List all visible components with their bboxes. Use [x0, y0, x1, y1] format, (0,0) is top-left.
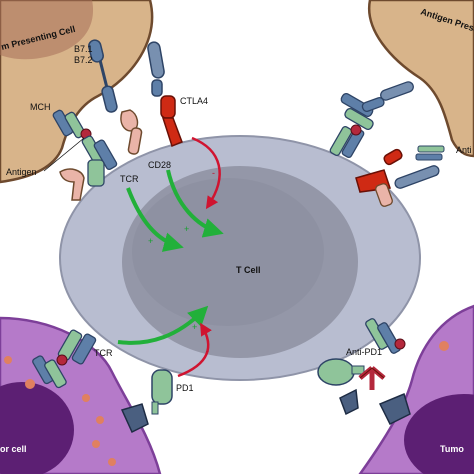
tcr-top-label: TCR — [120, 174, 139, 184]
ctla4-label: CTLA4 — [180, 96, 208, 106]
mch-label: MCH — [30, 102, 51, 112]
antibody-icon — [358, 366, 386, 390]
pd1-receptor-icon — [151, 369, 173, 415]
ctla4-receptor-icon — [160, 95, 183, 147]
pdl1-ligand-icon — [339, 388, 411, 426]
pd1-label: PD1 — [176, 383, 194, 393]
antigen-pointer — [43, 137, 85, 172]
b7-ligand-icon — [361, 81, 414, 112]
tumor-right-granule — [439, 341, 449, 351]
bottom-tcr-activation-sign: + — [192, 322, 197, 332]
tcr-activation-sign: + — [148, 236, 153, 246]
b71-label: B7.1 — [74, 44, 93, 54]
tumor-left-label: or cell — [0, 444, 27, 454]
t-cell-nucleus-highlight — [132, 178, 324, 326]
tcr-receptor-icon — [365, 318, 406, 354]
mhc-molecule-icon — [52, 109, 92, 140]
t-cell — [59, 135, 421, 381]
cd28-label: CD28 — [148, 160, 171, 170]
cd28-receptor-icon — [375, 183, 393, 207]
pd1-inhibition-sign: - — [206, 346, 209, 356]
tumor-left-granule — [82, 394, 90, 402]
ctla4-inhibition-sign: - — [212, 168, 215, 178]
activation-arrow-tcr — [126, 187, 184, 252]
cd28-activation-sign: + — [184, 224, 189, 234]
tumor-left-granule — [96, 416, 104, 424]
tumor-left-granule — [4, 356, 12, 364]
b7-ligand-icon — [394, 165, 440, 189]
antigen-left-label: Antigen — [6, 167, 37, 177]
tcr-bottom-label: TCR — [94, 348, 113, 358]
t-cell-label: T Cell — [236, 265, 261, 275]
cd28-receptor-icon — [120, 109, 143, 155]
tcr-receptor-icon — [81, 135, 118, 187]
inhibition-arrow-ctla4 — [191, 136, 221, 210]
apc-right — [367, 0, 474, 158]
anti-pd1-label: Anti-PD1 — [346, 347, 382, 357]
activation-arrow-cd28 — [166, 169, 224, 238]
tcr-receptor-icon — [329, 124, 365, 159]
b7-ligand-icon — [147, 41, 165, 97]
mhc-molecule-icon — [32, 354, 68, 389]
tumor-left-granule — [25, 379, 35, 389]
tumor-right — [358, 304, 474, 474]
tumor-right-nucleus — [404, 394, 474, 474]
tumor-right-label: Tumo — [440, 444, 464, 454]
pd1-receptor-icon — [317, 358, 365, 386]
inhibition-arrow-pd1 — [177, 322, 212, 378]
antibody-icon — [415, 145, 445, 161]
apc-left-nucleus — [0, 0, 94, 60]
tumor-left-granule — [92, 440, 100, 448]
b72-label: B7.2 — [74, 55, 93, 65]
tumor-left-nucleus — [0, 382, 74, 474]
b7-ligand-icon — [88, 39, 118, 113]
apc-right-membrane — [367, 0, 474, 158]
tumor-left-granule — [108, 458, 116, 466]
activation-arrow-bottom-tcr — [117, 305, 209, 345]
apc-left — [0, 0, 154, 184]
anti-right-label: Anti — [456, 145, 472, 155]
cd28-receptor-icon — [59, 168, 85, 201]
pdl1-ligand-icon — [120, 403, 149, 434]
